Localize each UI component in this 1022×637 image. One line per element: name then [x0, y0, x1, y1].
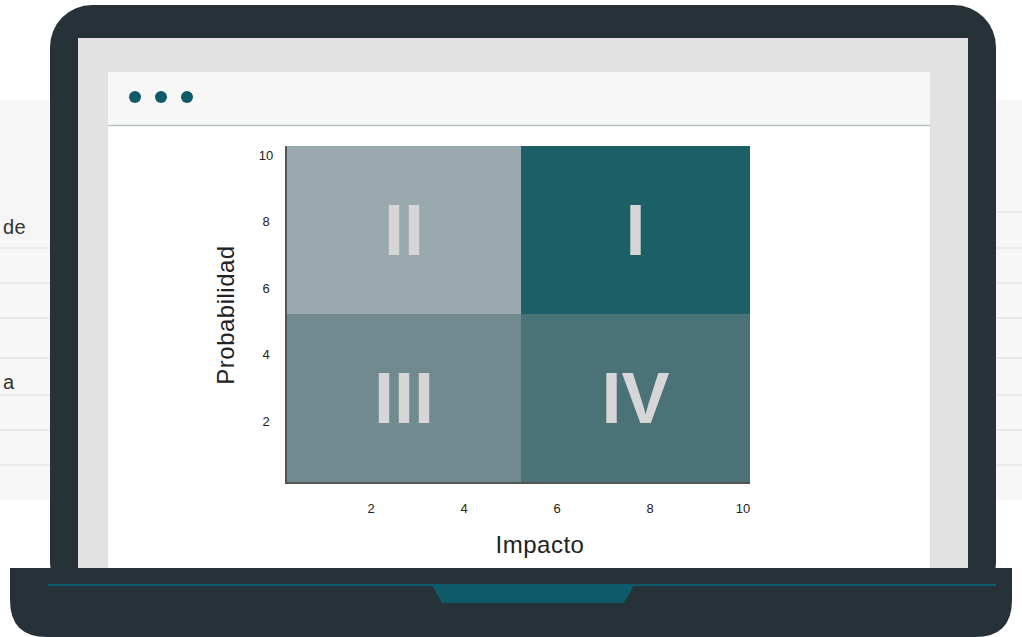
window-dot — [155, 91, 167, 103]
window-dot — [181, 91, 193, 103]
base-notch — [432, 585, 634, 603]
tick-label: 6 — [553, 502, 560, 515]
laptop-bezel — [50, 5, 996, 605]
tick-label: 2 — [367, 502, 374, 515]
browser-titlebar — [108, 72, 930, 125]
tick-label: 4 — [262, 348, 269, 361]
tick-label: 10 — [736, 502, 750, 515]
tick-label: 6 — [262, 282, 269, 295]
browser-window — [108, 72, 930, 578]
window-dot — [129, 91, 141, 103]
tick-label: 4 — [460, 502, 467, 515]
quadrant-numeral: IV — [601, 362, 669, 434]
titlebar-rule — [108, 125, 930, 127]
quadrant-numeral: II — [384, 194, 424, 266]
risk-quadrant: II — [287, 146, 521, 314]
risk-quadrant: IV — [521, 314, 750, 482]
risk-quadrant: I — [521, 146, 750, 314]
quadrant-numeral: III — [374, 362, 434, 434]
laptop-screen — [78, 38, 968, 578]
background-text: de — [3, 217, 26, 237]
background-text: a — [3, 372, 15, 392]
tick-label: 2 — [262, 415, 269, 428]
tick-label: 10 — [259, 149, 273, 162]
axis-title: Probabilidad — [214, 245, 238, 384]
tick-label: 8 — [646, 502, 653, 515]
laptop-base — [10, 568, 1012, 637]
quadrant-numeral: I — [625, 194, 645, 266]
risk-quadrant: III — [287, 314, 521, 482]
axis-title: Impacto — [496, 533, 585, 557]
x-axis — [285, 482, 750, 484]
tick-label: 8 — [262, 215, 269, 228]
